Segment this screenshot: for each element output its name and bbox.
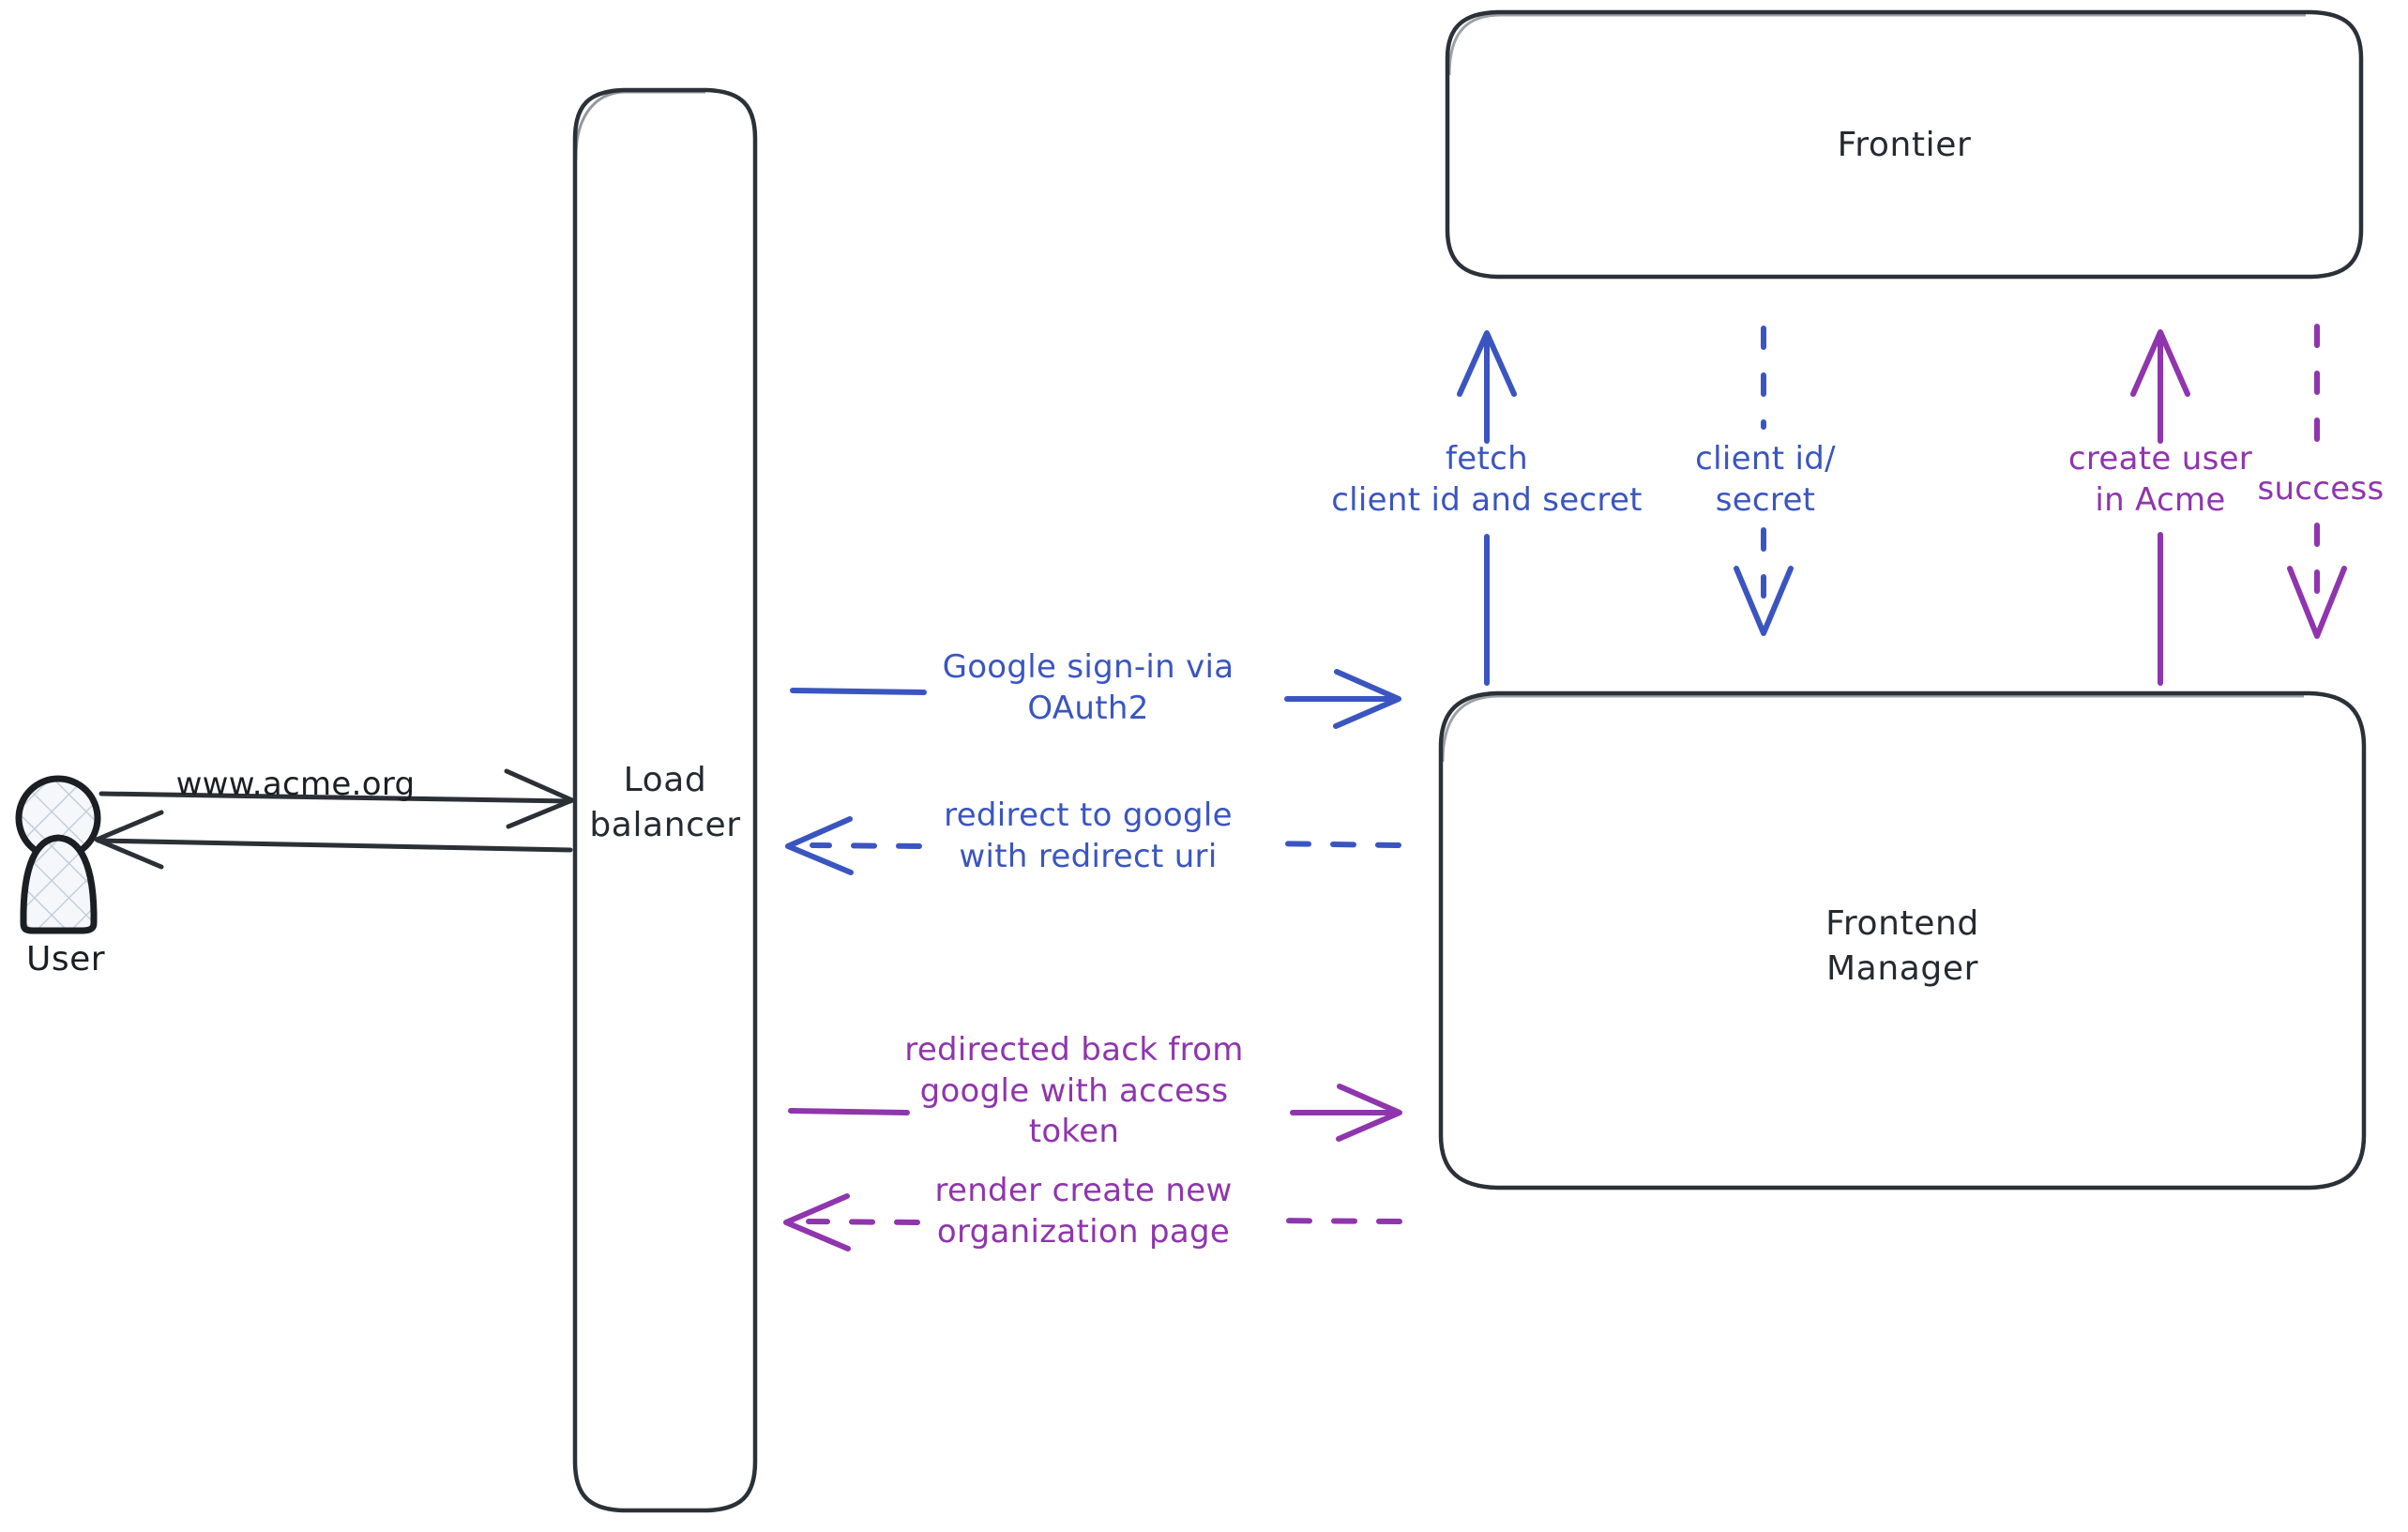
edge-lb-to-fm-signin [790, 669, 1401, 729]
user-actor-label: User [26, 940, 106, 978]
edge-fm-to-lb-render [783, 1193, 1402, 1251]
edge-user-to-lb [98, 768, 575, 829]
edge-frontier-to-fm-secret [1734, 326, 1794, 636]
edge-lb-to-user [94, 810, 573, 870]
load-balancer-box[interactable] [572, 87, 758, 1513]
edge-fm-to-frontier-fetch [1457, 330, 1517, 686]
frontend-manager-box[interactable] [1438, 690, 2367, 1191]
edge-frontier-to-fm-success [2287, 324, 2347, 639]
edge-fm-to-lb-redirect [785, 816, 1401, 875]
edge-fm-to-frontier-create [2130, 329, 2190, 686]
user-actor-icon [15, 775, 101, 934]
edge-lb-to-fm-token [788, 1084, 1402, 1142]
frontier-box[interactable] [1445, 9, 2364, 280]
